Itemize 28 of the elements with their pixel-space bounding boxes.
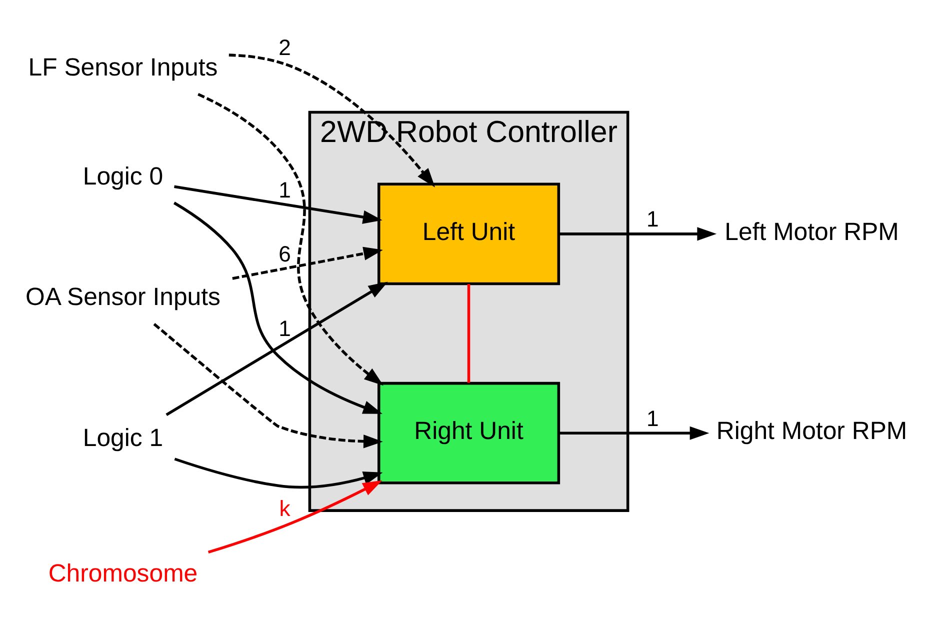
arrow: [559, 227, 717, 241]
arrow: [174, 185, 382, 224]
edge-label: k: [279, 496, 290, 521]
node-box: Left Unit: [377, 182, 560, 286]
arrow: [559, 426, 710, 440]
arrow: [228, 54, 436, 188]
edge-label: 2: [278, 35, 291, 60]
arrow: [153, 322, 383, 448]
edge-label: 6: [278, 241, 291, 266]
arrow: [232, 246, 383, 280]
edge-label: 1: [646, 406, 659, 431]
arrow: [198, 92, 384, 386]
edge-label: 1: [278, 316, 291, 342]
node-text: Logic 1: [82, 424, 164, 452]
node-text: Chromosome: [48, 560, 198, 588]
arrow: [174, 458, 383, 489]
arrow: [166, 282, 388, 416]
arrow: [208, 480, 382, 554]
node-box: Right Unit: [377, 382, 560, 484]
edge-label: 1: [646, 206, 659, 232]
node-text: Left Motor RPM: [724, 218, 899, 246]
node-text: OA Sensor Inputs: [26, 283, 220, 312]
arrow: [173, 202, 382, 414]
node-text: Logic 0: [82, 162, 164, 191]
edge-label: 1: [278, 178, 291, 203]
connector: [467, 284, 470, 383]
node-text: LF Sensor Inputs: [28, 53, 218, 82]
node-text: Right Motor RPM: [716, 417, 908, 446]
